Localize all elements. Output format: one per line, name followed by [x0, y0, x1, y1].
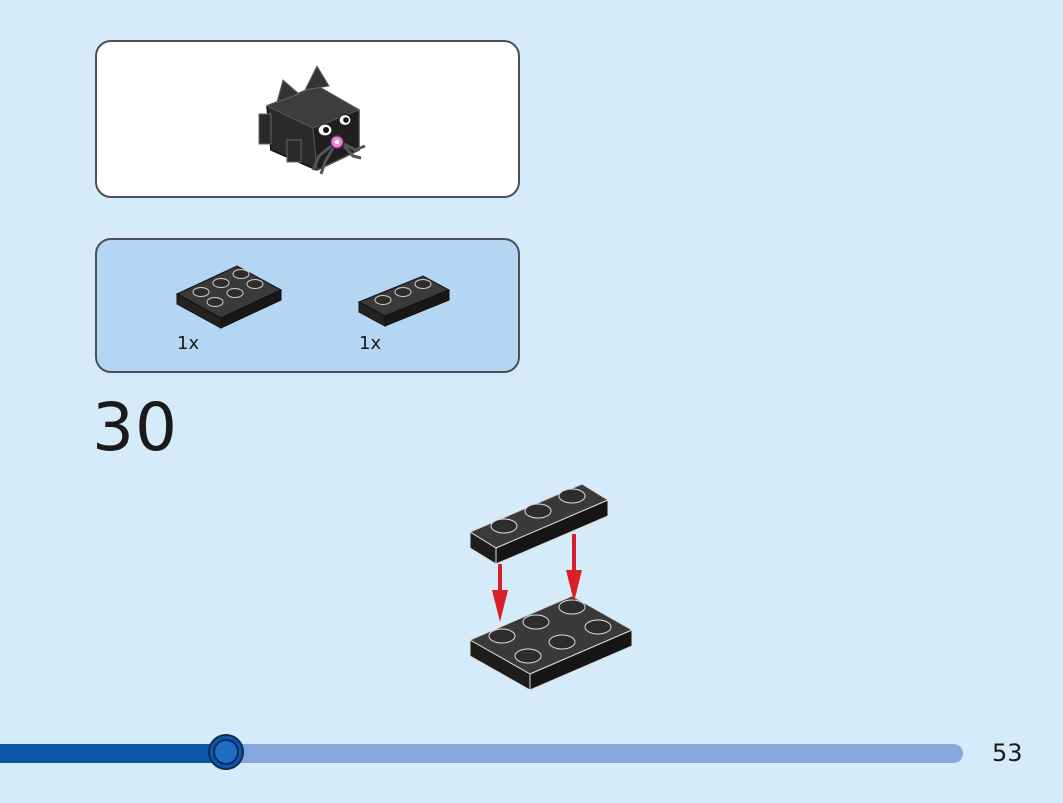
- part-item: [357, 274, 452, 328]
- placement-arrow: [492, 564, 508, 622]
- step-illustration: [468, 483, 634, 691]
- step-number: 30: [92, 389, 178, 466]
- black-plate-2x3-image: [468, 595, 634, 691]
- progress-indicator: [208, 734, 244, 770]
- part-item: [175, 262, 285, 330]
- progress-fill: [0, 744, 226, 763]
- part-quantity: 1x: [359, 333, 382, 354]
- black-plate-1x3-image: [357, 275, 451, 327]
- progress-bar: [0, 734, 963, 770]
- model-preview-panel: [95, 40, 520, 198]
- black-plate-2x3-image: [175, 265, 283, 329]
- part-quantity: 1x: [177, 333, 200, 354]
- parts-list-panel: 1x 1x: [95, 238, 520, 373]
- placement-arrow: [566, 534, 582, 602]
- model-preview-image: [258, 64, 366, 175]
- black-plate-1x3-image: [468, 483, 610, 565]
- page-number: 53: [992, 739, 1023, 767]
